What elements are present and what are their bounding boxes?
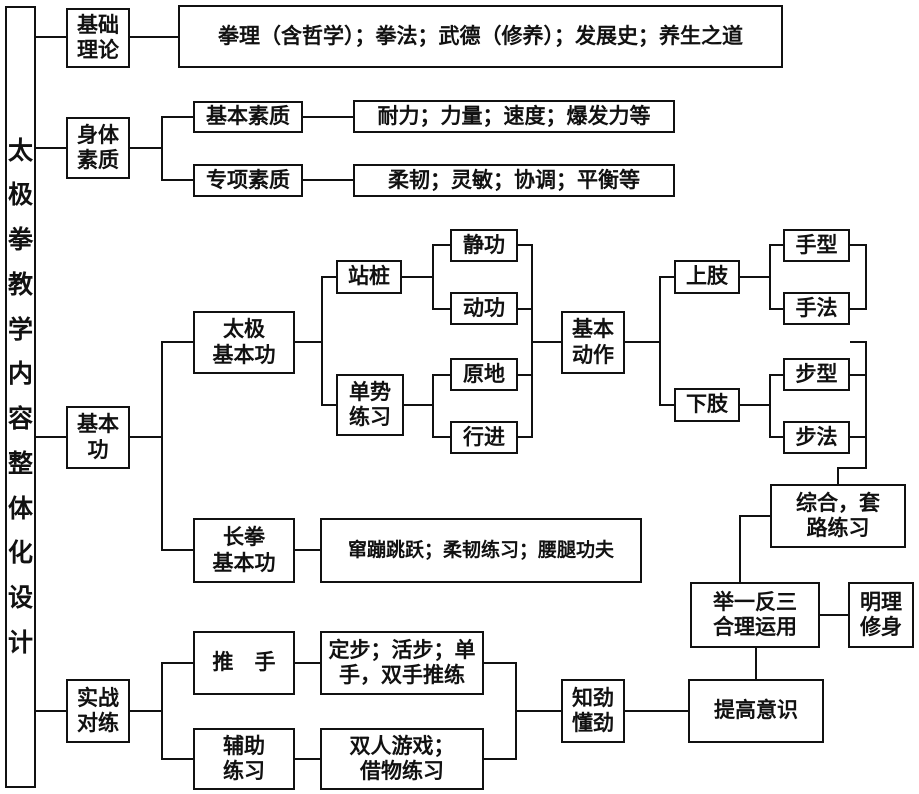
- in-place-box: 原地: [450, 358, 518, 391]
- zhanzhuang-box: 站桩: [336, 260, 402, 294]
- upper-limb-box: 上肢: [674, 260, 740, 294]
- principle-cultivation-box: 明理 修身: [848, 582, 914, 648]
- apply-flexibly-box: 举一反三 合理运用: [690, 582, 820, 648]
- single-form-box: 单势 练习: [336, 374, 404, 436]
- raise-awareness-box: 提高意识: [688, 679, 824, 743]
- combat-practice-box: 实战 对练: [66, 679, 130, 743]
- step-form-box: 步型: [783, 358, 850, 391]
- lower-limb-box: 下肢: [674, 388, 740, 422]
- auxiliary-detail-box: 双人游戏； 借物练习: [320, 728, 484, 790]
- basic-quality-detail-box: 耐力；力量；速度；爆发力等: [353, 100, 675, 133]
- step-method-box: 步法: [783, 421, 850, 454]
- special-quality-box: 专项素质: [193, 164, 303, 197]
- auxiliary-practice-box: 辅助 练习: [193, 728, 295, 790]
- taiji-basic-skill-box: 太极 基本功: [193, 311, 295, 374]
- root-title: 太 极 拳 教 学 内 容 整 体 化 设 计: [5, 6, 36, 788]
- static-box: 静功: [450, 229, 518, 262]
- dynamic-box: 动功: [450, 292, 518, 325]
- special-quality-detail-box: 柔韧；灵敏；协调；平衡等: [353, 164, 675, 197]
- hand-form-box: 手型: [783, 229, 850, 262]
- basic-skill-box: 基本 功: [66, 406, 130, 469]
- push-hands-detail-box: 定步；活步；单 手，双手推练: [320, 631, 484, 695]
- hand-method-box: 手法: [783, 292, 850, 325]
- theory-box: 基础 理论: [66, 8, 130, 68]
- basic-action-box: 基本 动作: [561, 311, 625, 374]
- moving-box: 行进: [450, 421, 518, 454]
- changquan-detail-box: 窜蹦跳跃；柔韧练习；腰腿功夫: [320, 518, 642, 583]
- comprehensive-routine-box: 综合，套 路练习: [770, 484, 906, 548]
- basic-quality-box: 基本素质: [193, 101, 303, 133]
- push-hands-box: 推 手: [193, 631, 295, 695]
- physical-quality-box: 身体 素质: [66, 117, 130, 179]
- changquan-basic-skill-box: 长拳 基本功: [193, 518, 295, 583]
- theory-detail-box: 拳理（含哲学）；拳法；武德（修养）；发展史；养生之道: [178, 5, 783, 68]
- understanding-force-box: 知劲 懂劲: [561, 679, 625, 743]
